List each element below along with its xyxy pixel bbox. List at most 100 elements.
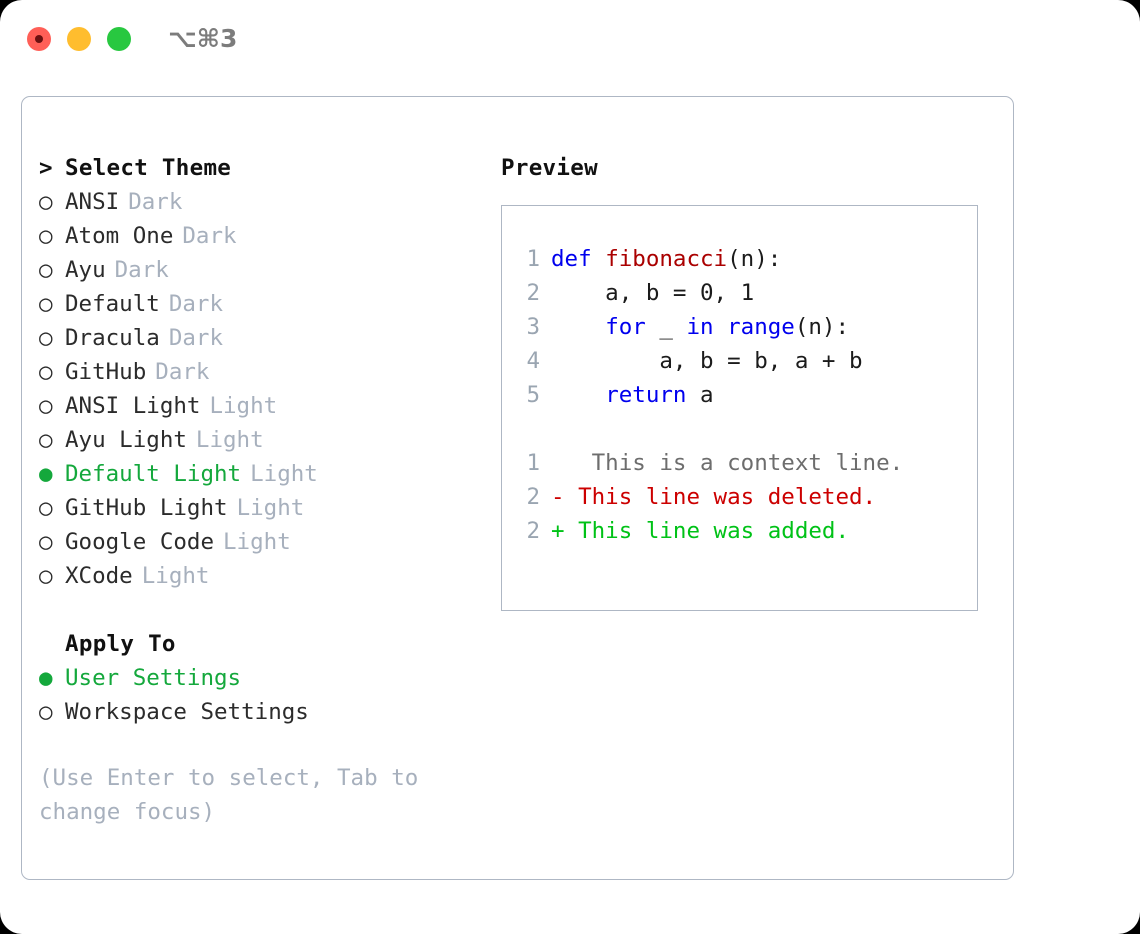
theme-variant-tag: Dark xyxy=(128,189,183,215)
theme-list-item[interactable]: ○ Google Code Light xyxy=(39,525,479,559)
theme-list-item[interactable]: ○ GitHub Dark xyxy=(39,355,479,389)
theme-name-label: Default Light xyxy=(65,461,242,487)
code-token: (n): xyxy=(794,314,850,340)
theme-name-label: GitHub xyxy=(65,359,147,385)
line-number: 5 xyxy=(526,382,540,408)
diff-text: This is a context line. xyxy=(564,450,904,476)
apply-to-list: ● User Settings ○Workspace Settings xyxy=(39,661,479,729)
close-button[interactable] xyxy=(27,27,51,51)
line-number: 2 xyxy=(526,280,540,306)
code-token: a, b = 0, 1 xyxy=(551,280,755,306)
theme-variant-tag: Dark xyxy=(168,291,224,317)
apply-to-item[interactable]: ● User Settings xyxy=(39,661,479,695)
radio-unselected-icon: ○ xyxy=(39,393,53,419)
theme-variant-tag: Dark xyxy=(168,325,224,351)
theme-variant-tag: Light xyxy=(250,461,318,487)
minimize-button[interactable] xyxy=(67,27,91,51)
theme-variant-tag: Light xyxy=(195,427,264,453)
theme-name-label: ANSI xyxy=(65,189,120,215)
code-token xyxy=(551,314,605,340)
select-theme-heading: > Select Theme xyxy=(39,151,479,185)
radio-selected-icon: ● xyxy=(39,665,53,691)
diff-text: This line was added. xyxy=(564,518,850,544)
theme-name-label: Ayu Light xyxy=(65,427,187,453)
diff-sign xyxy=(551,450,565,476)
code-token: range xyxy=(727,314,795,340)
apply-to-heading-label: Apply To xyxy=(65,631,176,657)
theme-name-label: Ayu xyxy=(65,257,106,283)
theme-variant-tag: Light xyxy=(209,393,278,419)
theme-variant-tag: Light xyxy=(236,495,305,521)
code-token: in xyxy=(686,314,714,340)
radio-unselected-icon: ○ xyxy=(39,699,53,725)
diff-line: 2+ This line was added. xyxy=(514,514,903,548)
theme-variant-tag: Dark xyxy=(114,257,169,283)
radio-unselected-icon: ○ xyxy=(39,325,53,351)
code-token: _ xyxy=(645,314,687,340)
code-token: a, b = b, a + b xyxy=(551,348,863,374)
radio-unselected-icon: ○ xyxy=(39,495,53,521)
preview-title: Preview xyxy=(501,155,598,181)
code-line: 3 for _ in range(n): xyxy=(514,310,903,344)
code-diff-separator xyxy=(514,412,903,446)
theme-list-item[interactable]: ○ Ayu Dark xyxy=(39,253,479,287)
line-number: 2 xyxy=(526,518,540,544)
theme-name-label: XCode xyxy=(65,563,133,589)
theme-list-item[interactable]: ○ Ayu Light Light xyxy=(39,423,479,457)
code-token xyxy=(551,382,605,408)
diff-text: This line was deleted. xyxy=(564,484,877,510)
radio-unselected-icon: ○ xyxy=(39,257,53,283)
code-line: 2 a, b = 0, 1 xyxy=(514,276,903,310)
theme-name-label: Atom One xyxy=(65,223,174,249)
title-bar: ⌥⌘3 xyxy=(0,0,1140,78)
code-token: fibonacci xyxy=(605,246,728,272)
radio-unselected-icon: ○ xyxy=(39,189,53,215)
apply-to-label: User Settings xyxy=(65,665,242,691)
line-number: 4 xyxy=(526,348,540,374)
diff-sign: - xyxy=(551,484,565,510)
theme-name-label: Dracula xyxy=(65,325,160,351)
code-token: return xyxy=(605,382,687,408)
code-token: def xyxy=(551,246,606,272)
theme-name-label: ANSI Light xyxy=(65,393,201,419)
maximize-button[interactable] xyxy=(107,27,131,51)
theme-variant-tag: Light xyxy=(223,529,291,555)
radio-unselected-icon: ○ xyxy=(39,291,53,317)
line-number: 2 xyxy=(526,484,540,510)
radio-unselected-icon: ○ xyxy=(39,529,53,555)
keyboard-shortcut-label: ⌥⌘3 xyxy=(168,24,238,53)
code-token xyxy=(714,314,728,340)
theme-name-label: Google Code xyxy=(65,529,215,555)
theme-list-item[interactable]: ○ ANSI Dark xyxy=(39,185,479,219)
line-number: 1 xyxy=(526,246,540,272)
section-spacer xyxy=(39,593,479,627)
select-theme-heading-label: Select Theme xyxy=(65,155,232,181)
code-line: 4 a, b = b, a + b xyxy=(514,344,903,378)
code-token: for xyxy=(605,314,646,340)
theme-name-label: GitHub Light xyxy=(65,495,228,521)
apply-to-item[interactable]: ○Workspace Settings xyxy=(39,695,479,729)
theme-list-item[interactable]: ○ GitHub Light Light xyxy=(39,491,479,525)
theme-list-item[interactable]: ○ Dracula Dark xyxy=(39,321,479,355)
theme-variant-tag: Dark xyxy=(155,359,210,385)
theme-list-item[interactable]: ○ ANSI Light Light xyxy=(39,389,479,423)
code-token: a xyxy=(686,382,714,408)
radio-unselected-icon: ○ xyxy=(39,427,53,453)
apply-to-heading: Apply To xyxy=(39,627,479,661)
diff-line: 2- This line was deleted. xyxy=(514,480,903,514)
prompt-caret-icon: > xyxy=(39,155,53,181)
radio-unselected-icon: ○ xyxy=(39,359,53,385)
keyboard-hint-text: (Use Enter to select, Tab to change focu… xyxy=(39,765,419,825)
